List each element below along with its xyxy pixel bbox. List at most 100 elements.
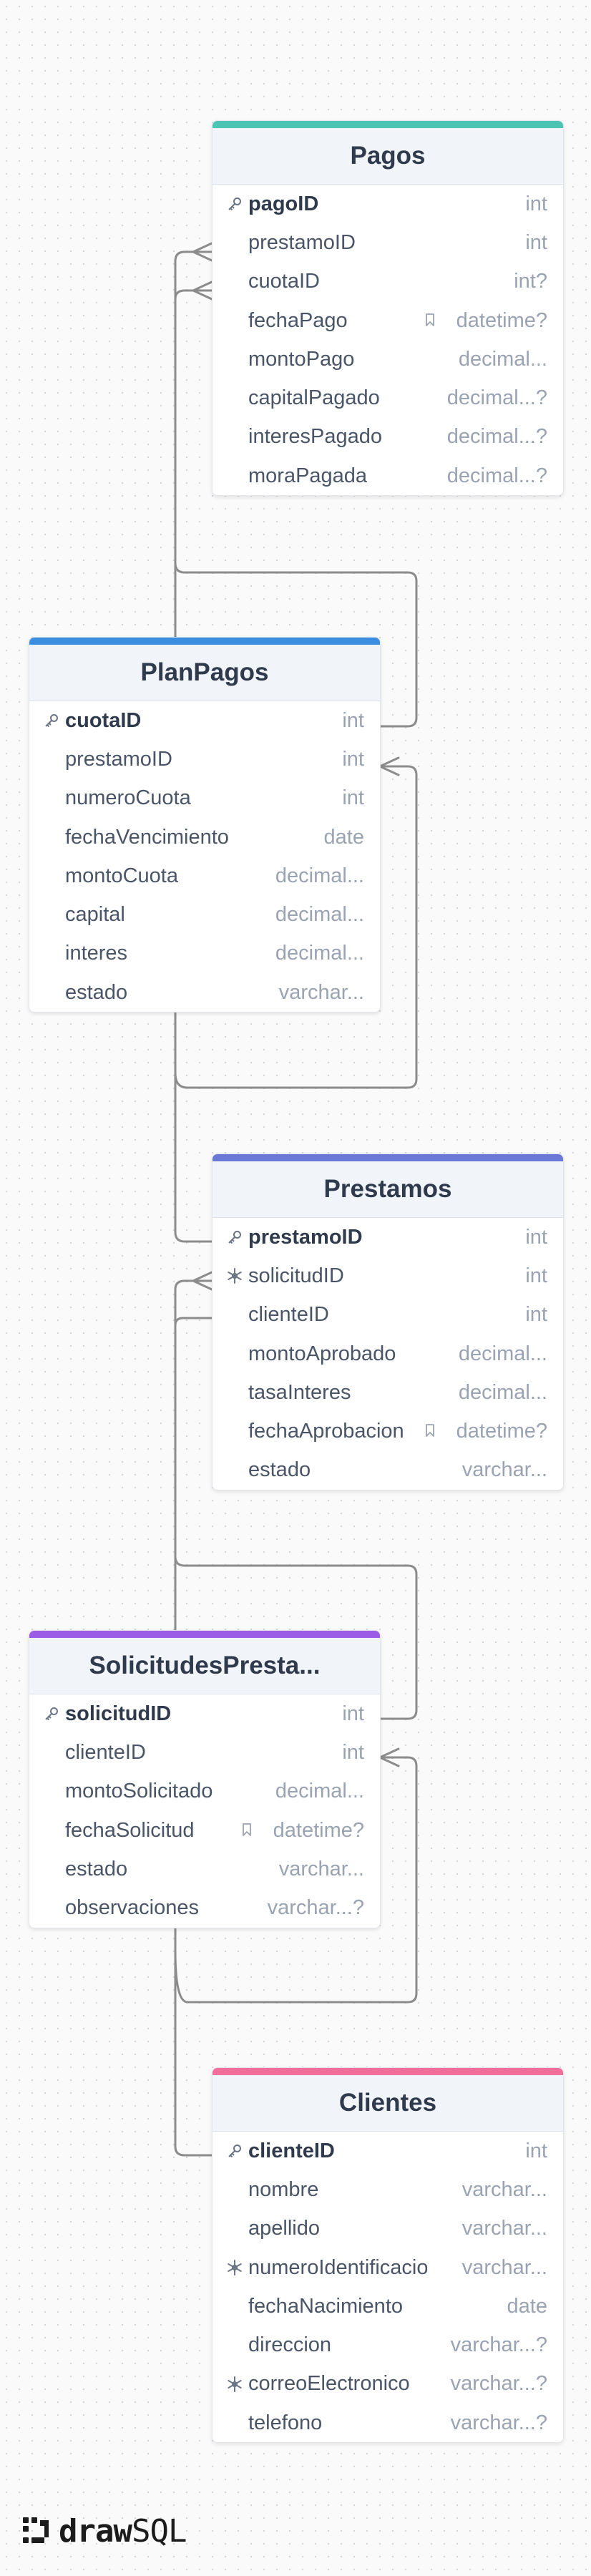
table-color-bar <box>29 1631 380 1638</box>
note-icon[interactable] <box>424 312 436 328</box>
note-icon[interactable] <box>241 1822 253 1838</box>
field-name: fechaPago <box>248 308 348 332</box>
link-prestamos-planpagos <box>174 765 418 1089</box>
table-row[interactable]: clienteID int <box>213 2132 563 2170</box>
table-title[interactable]: Clientes <box>213 2075 563 2132</box>
table-color-bar <box>213 1154 563 1161</box>
table-title[interactable]: Pagos <box>213 128 563 185</box>
field-name: solicitudID <box>65 1702 172 1725</box>
field-name: capital <box>65 903 125 927</box>
table-title[interactable]: SolicitudesPresta... <box>29 1638 380 1694</box>
crowfoot-prestamos-solicitud <box>192 1271 213 1291</box>
table-row[interactable]: fechaAprobacion datetime? <box>213 1412 563 1450</box>
field-name: montoCuota <box>65 864 178 887</box>
field-type: int <box>342 1740 364 1764</box>
field-name: apellido <box>248 2217 320 2240</box>
field-name: interesPagado <box>248 425 383 449</box>
field-type: varchar... <box>461 1458 547 1482</box>
brand-name-light: SQL <box>131 2513 187 2550</box>
field-name: prestamoID <box>248 230 356 254</box>
field-type: int <box>525 2139 547 2162</box>
field-type: date <box>507 2294 547 2318</box>
field-name: prestamoID <box>65 747 172 771</box>
field-type: int <box>525 230 547 254</box>
table-row[interactable]: interes decimal... <box>29 935 380 973</box>
table-row[interactable]: prestamoID int <box>213 223 563 262</box>
field-name: telefono <box>248 2411 323 2434</box>
key-icon <box>42 711 61 730</box>
field-type: decimal...? <box>446 425 547 449</box>
field-type: decimal... <box>275 864 364 887</box>
field-name: tasaInteres <box>248 1380 351 1404</box>
note-icon[interactable] <box>424 1423 436 1438</box>
crowfoot-solicitudes-cliente <box>378 1747 400 1767</box>
link-clientes-solicitudes <box>174 1756 418 2004</box>
table-row[interactable]: capital decimal... <box>29 895 380 934</box>
table-row[interactable]: fechaVencimiento date <box>29 818 380 857</box>
field-type: decimal... <box>275 942 364 965</box>
table-color-bar <box>29 638 380 645</box>
field-type: int <box>525 1303 547 1327</box>
field-type: decimal... <box>275 903 364 927</box>
field-type: varchar... <box>278 1857 364 1880</box>
field-name: interes <box>65 942 128 965</box>
field-name: cuotaID <box>65 708 142 732</box>
field-name: numeroCuota <box>65 786 191 810</box>
table-title[interactable]: Prestamos <box>213 1161 563 1218</box>
brand-name-bold: draw <box>59 2513 132 2550</box>
field-name: montoPago <box>248 347 355 371</box>
table-title[interactable]: PlanPagos <box>29 645 380 701</box>
field-name: cuotaID <box>248 270 320 293</box>
field-name: estado <box>65 980 128 1004</box>
field-name: fechaVencimiento <box>65 825 229 849</box>
field-type: datetime? <box>456 1420 547 1443</box>
key-icon <box>225 195 244 213</box>
field-type: int <box>525 1264 547 1287</box>
table-row[interactable]: interesPagado decimal...? <box>213 418 563 457</box>
table-row[interactable]: montoCuota decimal... <box>29 857 380 895</box>
brand-logo[interactable]: draw SQL <box>21 2513 187 2550</box>
field-name: clienteID <box>248 2139 335 2162</box>
field-name: prestamoID <box>248 1225 363 1249</box>
field-type: date <box>323 825 364 849</box>
field-name: capitalPagado <box>248 386 380 410</box>
field-name: fechaAprobacion <box>248 1420 404 1443</box>
field-type: varchar...? <box>267 1896 364 1920</box>
unique-icon <box>225 2375 244 2394</box>
